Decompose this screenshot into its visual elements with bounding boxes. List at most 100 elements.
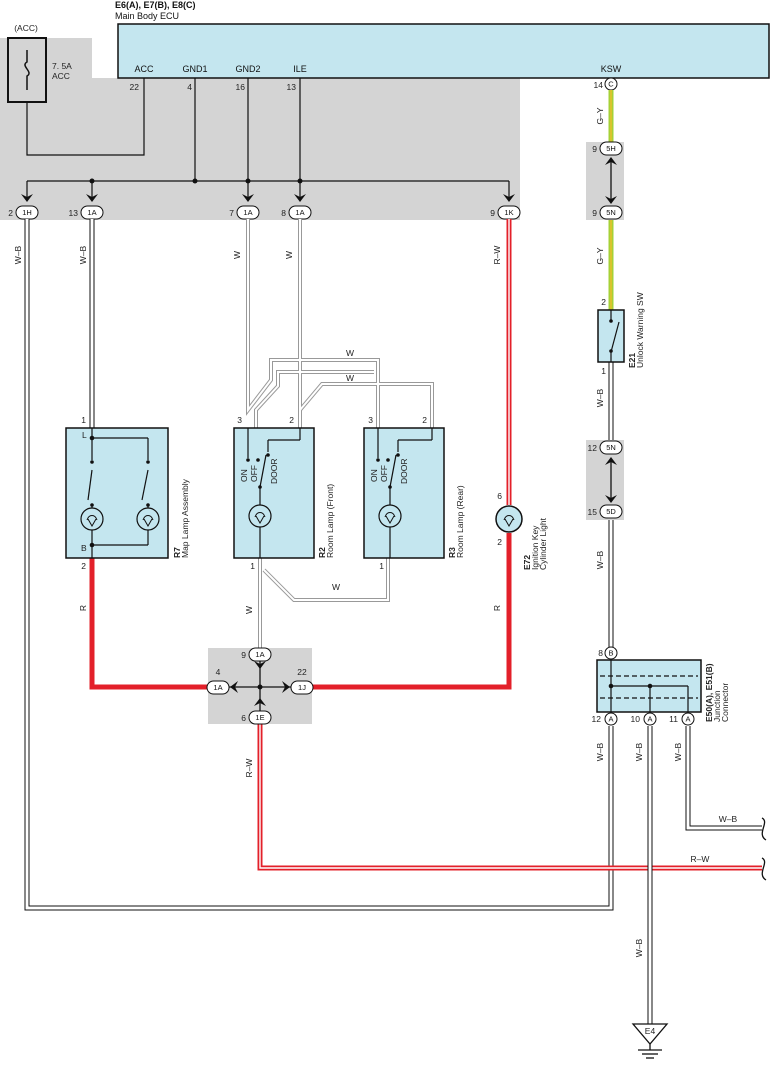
svg-text:2: 2 <box>8 208 13 218</box>
jc-connector-a-12: 12 A <box>592 712 618 726</box>
ecu-ksw-connector: C <box>604 77 618 91</box>
r2-name: Room Lamp (Front) <box>325 484 335 558</box>
wire-label-w-5: W <box>332 582 340 592</box>
ground-symbol-icon <box>631 1023 669 1059</box>
svg-text:A: A <box>647 715 652 724</box>
svg-text:12: 12 <box>592 714 602 724</box>
jb-connector-bottom: 6 1E <box>241 710 272 725</box>
svg-text:5D: 5D <box>606 507 616 516</box>
map-lamp-assembly: L B <box>65 427 169 559</box>
bus-junction-dots <box>89 178 303 184</box>
ecu-pin-gnd1-num: 4 <box>187 82 192 92</box>
fuse-icon <box>24 50 30 90</box>
jb-connector-top: 9 1A <box>241 647 272 662</box>
junction-block-arrows <box>230 661 290 706</box>
jc-name: Junction <box>712 690 722 722</box>
wire-label-r-w-1: R–W <box>492 246 502 265</box>
jc-connector-b: 8 B <box>598 646 618 660</box>
ignition-light-bulb-icon <box>503 515 515 528</box>
unlock-warning-switch <box>597 309 625 363</box>
svg-text:11: 11 <box>669 714 678 724</box>
svg-text:ON: ON <box>239 469 249 482</box>
ecu-internal-wires <box>26 78 510 201</box>
room-lamp-front-bulb-icon <box>254 512 266 525</box>
ecu-pin-gnd1-name: GND1 <box>182 64 207 74</box>
wire-w-b-right <box>608 362 762 1024</box>
svg-text:9: 9 <box>241 650 246 660</box>
wire-label-w-b-2: W–B <box>78 245 88 264</box>
ecu-pin-acc-name: ACC <box>134 64 154 74</box>
svg-text:1A: 1A <box>87 208 96 217</box>
svg-text:5N: 5N <box>606 443 616 452</box>
room-lamp-rear-bulb-icon <box>384 512 396 525</box>
svg-text:9: 9 <box>592 144 597 154</box>
right-connector-5n-top: 9 5N <box>592 205 623 220</box>
r3-pin-3: 3 <box>368 415 373 425</box>
right-connector-arrows <box>605 157 617 503</box>
ecu-pin-ile-name: ILE <box>293 64 307 74</box>
ecu-pin-ksw-num: 14 <box>594 80 604 90</box>
right-connector-5d: 15 5D <box>588 504 623 519</box>
svg-text:1A: 1A <box>255 650 264 659</box>
wire-label-g-y-1: G–Y <box>595 107 605 124</box>
jc-connector-a-11: 11 A <box>669 712 695 726</box>
svg-text:C: C <box>608 80 614 89</box>
wire-label-w-b-1: W–B <box>13 245 23 264</box>
svg-text:5H: 5H <box>606 144 616 153</box>
svg-text:1H: 1H <box>22 208 32 217</box>
ecu-pin-ile-num: 13 <box>287 82 297 92</box>
junction-connector <box>596 659 702 713</box>
upper-connector-1a-8: 8 1A <box>281 205 312 220</box>
e21-pin-2: 2 <box>601 297 606 307</box>
svg-text:OFF: OFF <box>249 465 259 482</box>
jb-connector-right: 22 1J <box>290 667 314 695</box>
svg-text:ON: ON <box>369 469 379 482</box>
upper-connector-1h: 2 1H <box>8 205 39 220</box>
jc-name2: Connector <box>720 683 730 722</box>
svg-text:13: 13 <box>69 208 79 218</box>
wire-label-r-2: R <box>492 605 502 611</box>
map-lamp-bulb-1-icon <box>86 515 98 528</box>
wire-continuation-marks <box>761 817 767 881</box>
ignition-key-cylinder-light <box>495 505 523 533</box>
r2-pin-1: 1 <box>250 561 255 571</box>
fuse-name: ACC <box>52 71 70 81</box>
bus-down-arrows <box>21 194 515 202</box>
wire-label-w-b-7: W–B <box>673 742 683 761</box>
svg-text:OFF: OFF <box>379 465 389 482</box>
e21-pin-1: 1 <box>601 366 606 376</box>
main-body-ecu <box>117 23 770 79</box>
svg-text:12: 12 <box>588 443 598 453</box>
svg-text:1A: 1A <box>295 208 304 217</box>
e72-code: E72 <box>522 555 532 570</box>
wire-r-w-bottom <box>257 724 762 871</box>
upper-connector-1a-13: 13 1A <box>69 205 104 220</box>
e72-name2: Cylinder Light <box>538 517 548 570</box>
svg-text:10: 10 <box>631 714 641 724</box>
ecu-pin-gnd2-num: 16 <box>236 82 246 92</box>
wire-label-w-b-5: W–B <box>595 742 605 761</box>
r2-pin-3: 3 <box>237 415 242 425</box>
ecu-pin-ksw-name: KSW <box>601 64 622 74</box>
junction-block-dot <box>257 684 263 690</box>
svg-text:9: 9 <box>490 208 495 218</box>
svg-text:A: A <box>685 715 690 724</box>
svg-text:1A: 1A <box>243 208 252 217</box>
svg-text:5N: 5N <box>606 208 616 217</box>
r2-code: R2 <box>317 547 327 558</box>
svg-text:DOOR: DOOR <box>269 459 279 485</box>
svg-text:B: B <box>81 543 87 553</box>
svg-text:8: 8 <box>598 648 603 658</box>
svg-text:8: 8 <box>281 208 286 218</box>
svg-text:7: 7 <box>229 208 234 218</box>
e72-pin-2: 2 <box>497 537 502 547</box>
svg-text:1A: 1A <box>213 683 222 692</box>
wire-label-w-1: W <box>232 251 242 259</box>
r7-code: R7 <box>172 547 182 558</box>
r3-code: R3 <box>447 547 457 558</box>
room-lamp-rear: ON OFF DOOR <box>363 427 445 559</box>
r3-pin-2: 2 <box>422 415 427 425</box>
e21-code: E21 <box>627 353 637 368</box>
svg-text:A: A <box>608 715 613 724</box>
svg-text:4: 4 <box>216 667 221 677</box>
